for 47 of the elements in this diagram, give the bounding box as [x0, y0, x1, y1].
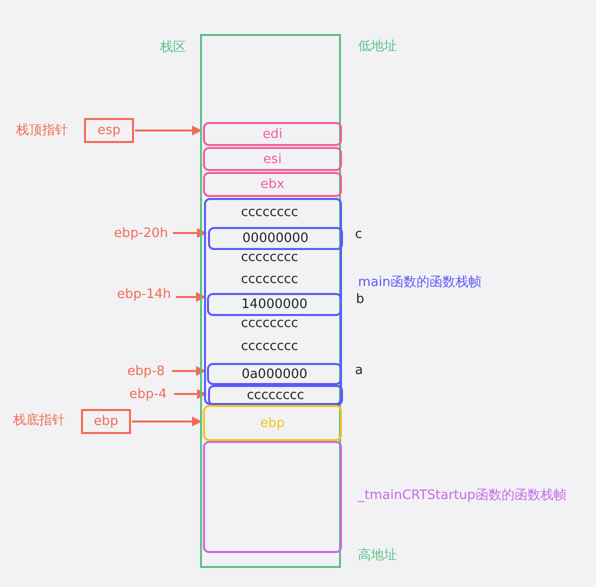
stack-slot	[207, 363, 342, 385]
slot-value: ebp	[260, 416, 285, 430]
slot-value: 14000000	[241, 297, 308, 312]
stack-frame	[203, 441, 342, 553]
slot-value: cccccccc	[241, 205, 298, 220]
address-label: 低地址	[358, 38, 397, 55]
annotation-text: _tmainCRTStartup函数的函数栈帧	[358, 487, 566, 504]
stack-slot	[207, 293, 342, 316]
slot-value: cccccccc	[241, 250, 298, 265]
variable-name: b	[356, 292, 364, 307]
stack-slot	[208, 227, 343, 250]
arrow	[172, 366, 206, 376]
slot-value: esi	[263, 152, 282, 166]
variable-name: c	[355, 227, 362, 242]
slot-value: cccccccc	[241, 316, 298, 331]
annotation-text: main函数的函数栈帧	[358, 274, 482, 291]
register-box	[84, 118, 134, 143]
slot-value: cccccccc	[241, 339, 298, 354]
annotation-text: 栈顶指针	[16, 122, 68, 139]
stack-slot	[203, 147, 342, 171]
slot-value: esp	[97, 123, 121, 138]
arrow	[135, 126, 202, 136]
slot-value: cccccccc	[241, 272, 298, 287]
slot-value: ebp-20h	[114, 226, 168, 240]
stack-frame	[204, 198, 342, 405]
stack-slot	[208, 385, 343, 406]
slot-value: ebx	[260, 177, 284, 192]
slot-value: 0a000000	[242, 366, 308, 382]
annotation-text: 栈底指针	[13, 412, 65, 429]
slot-value: ebp	[94, 414, 118, 429]
arrow	[174, 389, 207, 399]
arrow	[176, 292, 206, 302]
register-box	[81, 409, 131, 434]
stack-slot	[203, 122, 342, 146]
slot-value: ebp-14h	[117, 286, 171, 302]
slot-value: 00000000	[242, 231, 309, 246]
stack-slot	[203, 172, 342, 197]
slot-value: edi	[262, 126, 282, 142]
variable-name: a	[355, 363, 363, 378]
address-label: 高地址	[358, 547, 397, 564]
stack-slot	[203, 405, 342, 441]
arrow	[173, 228, 207, 238]
slot-value: ebp-4	[129, 386, 167, 402]
slot-value: cccccccc	[246, 388, 304, 403]
arrow	[132, 416, 202, 426]
slot-value: ebp-8	[127, 364, 165, 378]
region-title: 栈区	[160, 39, 186, 56]
